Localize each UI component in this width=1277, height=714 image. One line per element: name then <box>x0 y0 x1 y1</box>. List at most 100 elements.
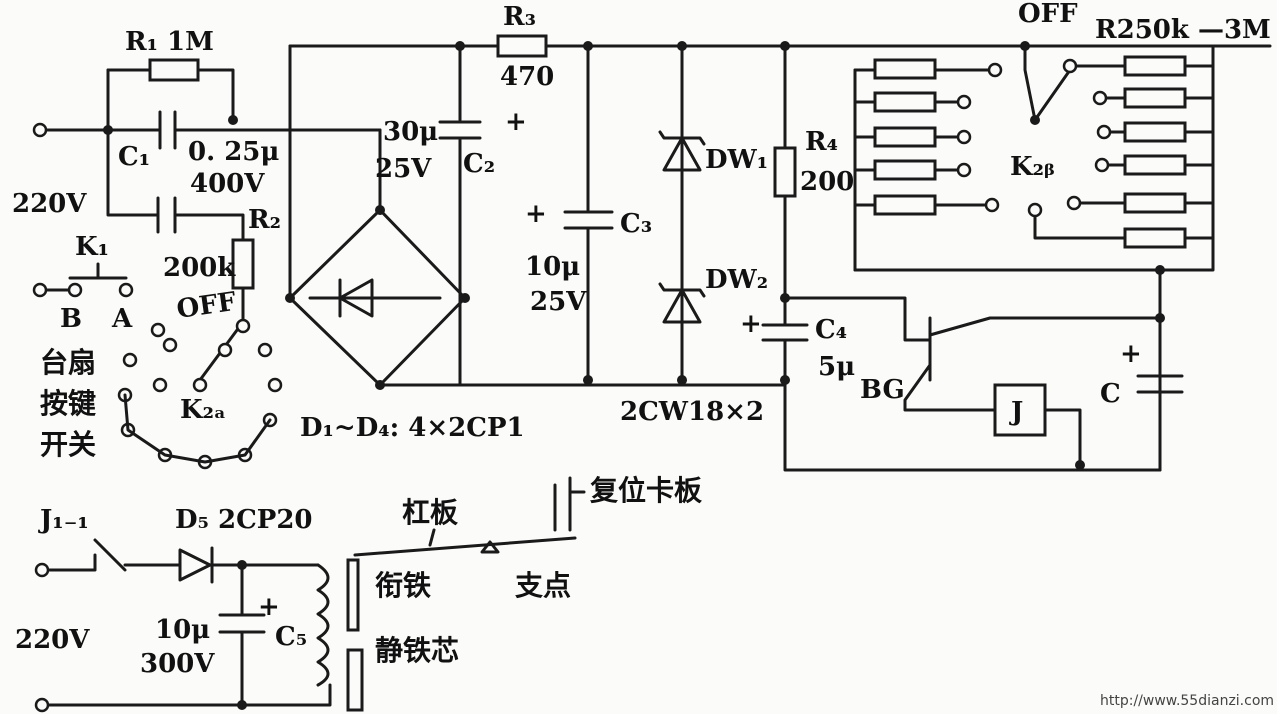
label-r4-value: 200 <box>800 167 854 197</box>
label-mains-top: 220V <box>12 189 87 219</box>
terminal-b-outer <box>32 282 48 298</box>
label-static-core: 静铁芯 <box>375 634 459 667</box>
label-r3-value: 470 <box>500 62 554 92</box>
node-collector <box>1155 313 1165 323</box>
resistor-r2 <box>231 238 255 290</box>
label-reset-plate: 复位卡板 <box>590 474 702 507</box>
capacitor-c3 <box>563 210 614 230</box>
node-k2b-bottom <box>1155 265 1165 275</box>
capacitor-unlabeled-lower <box>156 196 177 234</box>
node-rail-2 <box>583 41 593 51</box>
label-r1: R₁ 1M <box>125 27 214 57</box>
label-k1: K₁ <box>75 232 109 262</box>
label-dw1: DW₁ <box>705 145 768 175</box>
label-c: C <box>1100 379 1121 409</box>
label-c1: C₁ <box>118 142 150 172</box>
relay-j <box>993 383 1047 437</box>
label-c1-value: 0. 25μ <box>188 137 279 167</box>
node-gnd-2 <box>677 375 687 385</box>
node-r4-c4 <box>780 293 790 303</box>
label-r3: R₃ <box>503 2 536 32</box>
label-c4: C₄ <box>815 315 847 345</box>
label-j1-1: J₁₋₁ <box>38 505 89 535</box>
watermark: http://www.55dianzi.com <box>1100 693 1274 709</box>
switch-k2b-bank <box>853 41 1215 272</box>
label-plus-c5: + <box>258 592 280 622</box>
bridge-node-bottom <box>375 380 385 390</box>
capacitor-c1 <box>158 110 177 150</box>
label-zener-part: 2CW18×2 <box>620 397 764 427</box>
label-b: B <box>60 304 82 334</box>
capacitor-c5 <box>218 613 266 634</box>
label-c4-value: 5μ <box>818 352 855 382</box>
zener-diodes <box>658 44 706 382</box>
label-c2-value: 30μ <box>383 117 438 147</box>
resistor-r4 <box>773 146 797 198</box>
node-c1-right <box>228 115 238 125</box>
solenoid-circuit <box>40 476 586 712</box>
label-c2-voltage: 25V <box>375 154 432 184</box>
timer-stage <box>783 44 1215 472</box>
label-r-range: R250k —3M <box>1095 15 1271 45</box>
rotary-switch-k2a <box>117 318 283 470</box>
terminal-a <box>118 282 134 298</box>
capacitor-c2 <box>438 120 482 140</box>
label-armature: 衔铁 <box>375 569 431 602</box>
label-c5-voltage: 300V <box>140 649 215 679</box>
node-relay-gnd <box>1075 460 1085 470</box>
terminal-mains-bottom-2 <box>34 697 50 713</box>
label-plus-c3: + <box>525 199 547 229</box>
capacitor-c <box>1136 374 1184 394</box>
label-c3-voltage: 25V <box>530 287 587 317</box>
label-c3-value: 10μ <box>525 252 580 282</box>
node-rail-1 <box>455 41 465 51</box>
node-c5-gnd <box>237 700 247 710</box>
node-rail-3 <box>677 41 687 51</box>
label-plus-c: + <box>1120 339 1142 369</box>
label-d1-d4: D₁~D₄: 4×2CP1 <box>300 413 525 443</box>
bridge-node-right <box>460 293 470 303</box>
label-a: A <box>111 304 133 334</box>
switch-k1 <box>38 262 128 292</box>
bridge-node-left <box>285 293 295 303</box>
label-lever: 杠板 <box>402 496 458 529</box>
label-c1-voltage: 400V <box>190 169 265 199</box>
label-r2-value: 200k <box>163 253 236 283</box>
label-j: J <box>1009 397 1023 427</box>
label-r4: R₄ <box>805 127 838 157</box>
label-c5: C₅ <box>275 622 307 652</box>
resistor-r3 <box>496 34 548 58</box>
label-c2: C₂ <box>463 149 495 179</box>
label-dw2: DW₂ <box>705 265 768 295</box>
rails-and-filter <box>458 44 1272 387</box>
label-fulcrum: 支点 <box>515 569 571 602</box>
terminal-mains-top <box>32 122 48 138</box>
input-rc-network <box>38 68 382 242</box>
terminal-mains-bottom-1 <box>34 562 50 578</box>
label-c3: C₃ <box>620 209 652 239</box>
label-bg: BG <box>860 375 905 405</box>
node-gnd-1 <box>583 375 593 385</box>
terminal-b <box>67 282 83 298</box>
bridge-rectifier <box>288 44 467 387</box>
label-k2a: K₂ₐ <box>180 395 226 425</box>
node-d5-c5 <box>237 560 247 570</box>
label-plus-c4: + <box>740 309 762 339</box>
label-r2: R₂ <box>248 205 281 235</box>
label-c5-value: 10μ <box>155 615 210 645</box>
label-mains-bottom: 220V <box>15 625 90 655</box>
label-fan-switch-2: 按键 <box>40 387 96 420</box>
node-input <box>103 125 113 135</box>
label-fan-switch-1: 台扇 <box>40 346 96 379</box>
label-off-right: OFF <box>1018 0 1078 29</box>
node-gnd-3 <box>780 375 790 385</box>
capacitor-c4 <box>761 323 809 342</box>
label-fan-switch-3: 开关 <box>40 428 96 461</box>
label-d5: D₅ 2CP20 <box>175 505 313 535</box>
label-plus-c2: + <box>505 107 527 137</box>
label-off-left: OFF <box>175 287 239 325</box>
resistor-r1 <box>148 58 200 82</box>
node-rail-4 <box>780 41 790 51</box>
